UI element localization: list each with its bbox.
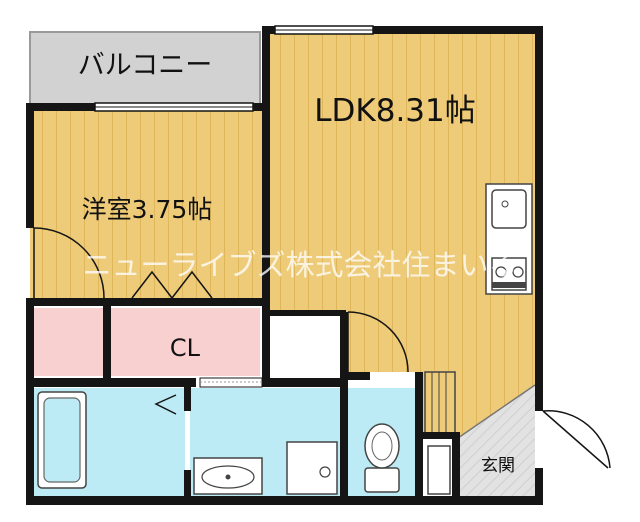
windows [94, 25, 374, 388]
balcony-area [29, 31, 261, 105]
western-room-label: 洋室3.75帖 [82, 195, 213, 224]
closet-cl [110, 308, 260, 376]
closet-left [33, 308, 105, 376]
wash-basin [193, 457, 263, 495]
watermark-text: ニューライブズ株式会社住まいる [82, 248, 517, 282]
western-room-floor [30, 110, 262, 302]
shoe-box-inner [427, 445, 451, 495]
doors [33, 227, 611, 469]
entrance-label: 玄関 [481, 456, 515, 476]
washing-machine-space [286, 441, 338, 495]
kitchen-counter [485, 183, 533, 295]
entrance-floor [458, 385, 535, 498]
ldk-floor [268, 32, 535, 438]
bathtub [37, 391, 87, 489]
ldk-label: LDK8.31帖 [314, 93, 476, 129]
toilet [364, 423, 400, 493]
step [424, 371, 456, 435]
balcony-label: バルコニー [78, 50, 212, 81]
closet-label: CL [170, 334, 201, 362]
